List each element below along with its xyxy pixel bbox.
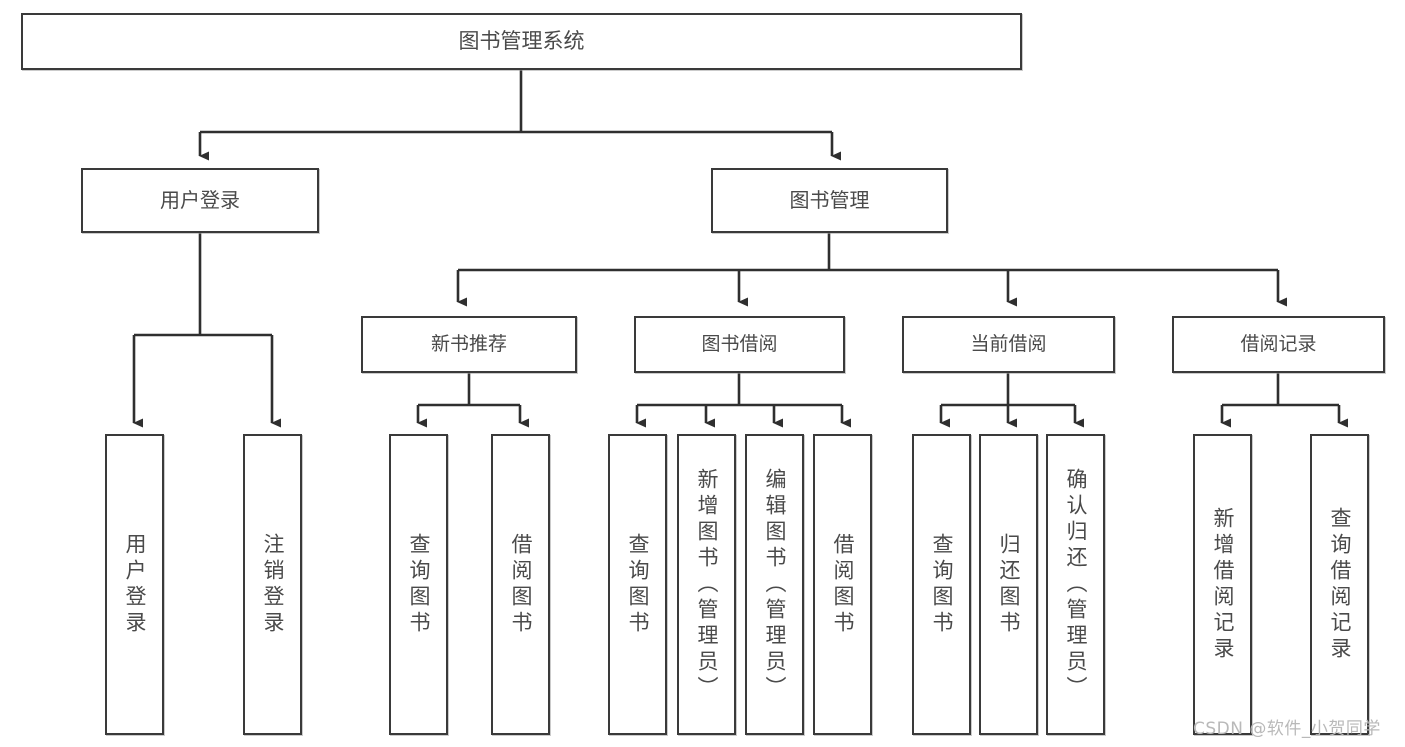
leaf-user-login[interactable]: 用户登录 [105,434,164,735]
node-label: 查询图书 [626,532,650,637]
csdn-watermark: CSDN @软件_小贺同学 [1193,719,1381,739]
node-label: 新增图书（管理员） [695,467,719,702]
leaf-query-book-borrow[interactable]: 查询图书 [608,434,667,735]
node-label: 查询图书 [407,532,431,637]
leaf-borrow-book[interactable]: 借阅图书 [813,434,872,735]
leaf-add-borrow-record[interactable]: 新增借阅记录 [1193,434,1252,735]
leaf-query-book-new[interactable]: 查询图书 [389,434,448,735]
node-new-book-recommend[interactable]: 新书推荐 [361,316,577,373]
leaf-logout[interactable]: 注销登录 [243,434,302,735]
node-label: 新增借阅记录 [1211,506,1235,663]
node-label: 新书推荐 [430,332,507,355]
node-borrow-records[interactable]: 借阅记录 [1172,316,1385,373]
leaf-add-book-admin[interactable]: 新增图书（管理员） [677,434,736,735]
node-label: 确认归还（管理员） [1064,467,1088,702]
node-label: 借阅图书 [509,532,533,637]
leaf-query-book-current[interactable]: 查询图书 [912,434,971,735]
node-label: 图书管理 [789,188,870,212]
node-current-borrow[interactable]: 当前借阅 [902,316,1115,373]
node-label: 当前借阅 [970,332,1047,355]
node-label: 借阅图书 [831,532,855,637]
node-book-management[interactable]: 图书管理 [711,168,948,233]
leaf-edit-book-admin[interactable]: 编辑图书（管理员） [745,434,804,735]
node-label: 用户登录 [160,188,240,212]
leaf-confirm-return-admin[interactable]: 确认归还（管理员） [1046,434,1105,735]
node-label: 借阅记录 [1240,332,1317,355]
node-label: 注销登录 [261,532,285,637]
leaf-borrow-book-new[interactable]: 借阅图书 [491,434,550,735]
node-label: 图书管理系统 [458,29,585,54]
node-book-borrow[interactable]: 图书借阅 [634,316,845,373]
node-label: 查询图书 [930,532,954,637]
node-label: 图书借阅 [701,332,778,355]
node-root-system[interactable]: 图书管理系统 [21,13,1022,70]
node-label: 编辑图书（管理员） [763,467,787,702]
leaf-query-borrow-record[interactable]: 查询借阅记录 [1310,434,1369,735]
node-label: 查询借阅记录 [1328,506,1352,663]
node-label: 用户登录 [123,532,147,637]
node-label: 归还图书 [997,532,1021,637]
node-user-login[interactable]: 用户登录 [81,168,319,233]
leaf-return-book[interactable]: 归还图书 [979,434,1038,735]
